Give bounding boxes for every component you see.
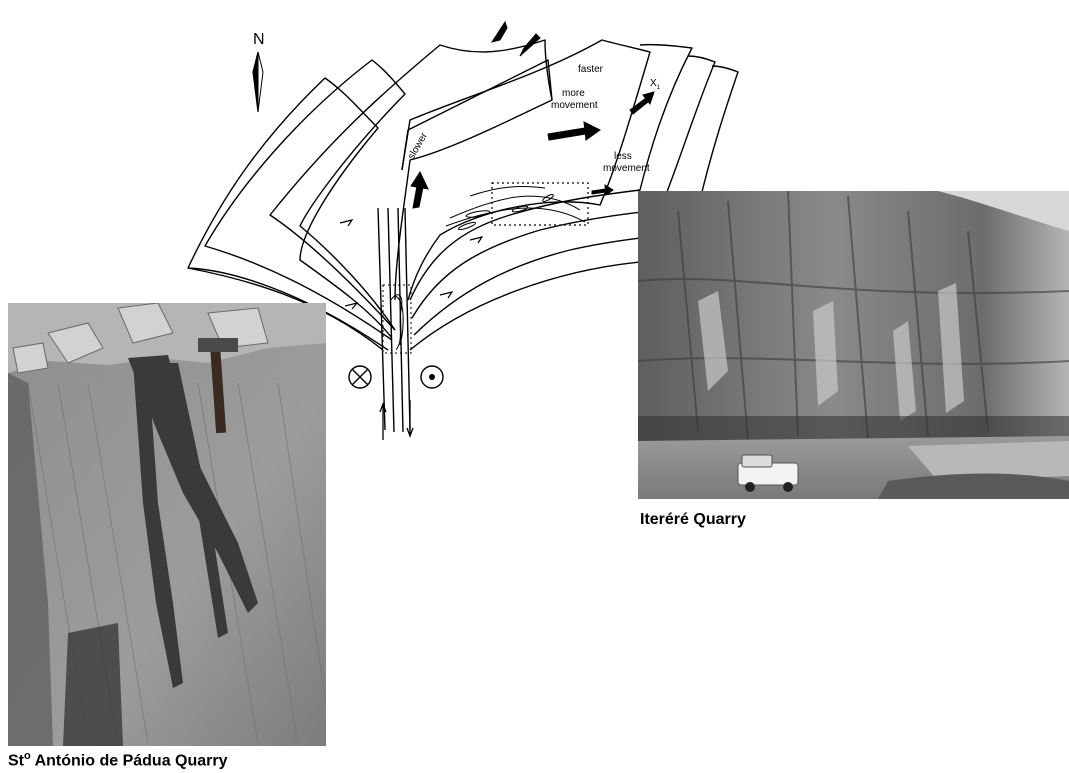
padua-quarry-photo <box>8 303 326 746</box>
padua-caption-superscript: o <box>24 750 31 762</box>
into-page-symbol <box>349 366 371 388</box>
arrow-top-up <box>492 22 507 42</box>
itere-quarry-photo <box>638 191 1069 499</box>
north-label: N <box>253 31 265 48</box>
arrow-top-down <box>520 34 540 56</box>
arrow-slower <box>411 172 428 208</box>
padua-quarry-caption: Sto António de Pádua Quarry <box>8 750 228 770</box>
fault-line-4 <box>405 208 410 430</box>
more-label: more <box>562 88 585 99</box>
shear-half-arrow-2 <box>345 303 357 309</box>
slower-label: slower <box>406 130 430 161</box>
dotted-box-right <box>492 183 588 225</box>
arrow-more-movement <box>548 122 600 140</box>
padua-caption-prefix: St <box>8 752 24 769</box>
north-arrow <box>253 52 263 112</box>
less-label: less <box>614 151 632 162</box>
fold-base-right <box>410 262 640 350</box>
shear-half-arrow-4 <box>470 237 482 243</box>
out-of-page-symbol <box>421 366 443 388</box>
x1-label-sub: 1 <box>657 85 661 91</box>
movement-label: movement <box>551 100 598 111</box>
fold-sheet-left-3 <box>270 40 552 330</box>
x1-label: X1 <box>650 78 661 91</box>
shear-half-arrow-1 <box>340 220 352 226</box>
arrow-fault-down <box>407 400 413 436</box>
faster-label: faster <box>578 64 604 75</box>
central-panel <box>402 60 552 170</box>
shear-curve-3 <box>470 187 545 196</box>
arrow-x1 <box>630 92 654 114</box>
padua-caption-rest: António de Pádua Quarry <box>31 752 228 769</box>
shear-half-arrow-3 <box>440 292 452 298</box>
itere-quarry-caption: Iteréré Quarry <box>640 511 746 529</box>
less-movement-label: movement <box>603 163 650 174</box>
